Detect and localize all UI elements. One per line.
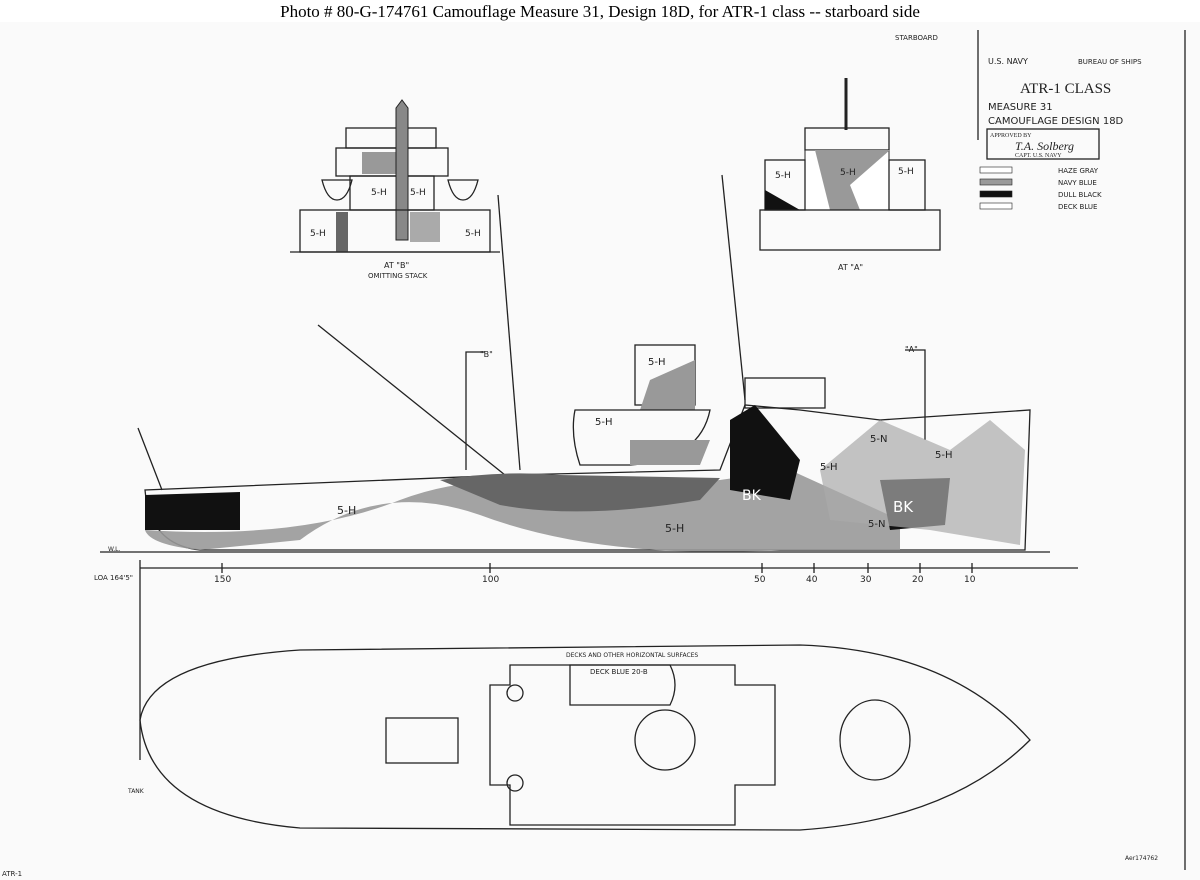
paint-code: 5-H <box>410 188 426 198</box>
starboard-label: STARBOARD <box>895 34 938 42</box>
legend-swatch <box>979 178 1013 186</box>
length-scale: LOA 164'5" 150 100 50 40 30 20 10 <box>94 560 1078 760</box>
photo-caption: Photo # 80-G-174761 Camouflage Measure 3… <box>280 2 920 21</box>
paint-code: 5-H <box>840 168 856 178</box>
scale-tick-label: 50 <box>754 575 766 585</box>
plan-note: DECKS AND OTHER HORIZONTAL SURFACES <box>566 652 698 659</box>
scale-tick-label: 20 <box>912 575 924 585</box>
design-label: CAMOUFLAGE DESIGN 18D <box>988 116 1124 127</box>
black-code: BK <box>893 498 914 516</box>
paint-code: 5-H <box>595 417 613 428</box>
section-b-view: 5-H 5-H 5-H 5-H AT "B" OMITTING STACK <box>290 99 500 280</box>
color-legend: HAZE GRAY NAVY BLUE DULL BLACK DECK BLUE <box>979 166 1102 211</box>
title-block: U.S. NAVY BUREAU OF SHIPS ATR-1 CLASS ME… <box>977 30 1142 211</box>
sheet-id: ATR-1 <box>2 870 22 878</box>
rank-label: CAPT. U.S. NAVY <box>1015 153 1062 159</box>
negative-stamp: Aer174762 <box>1125 855 1158 862</box>
legend-label: DULL BLACK <box>1058 191 1102 199</box>
legend-label: DECK BLUE <box>1058 203 1097 211</box>
waterline-label: W.L. <box>108 546 120 553</box>
measure-label: MEASURE 31 <box>988 102 1053 113</box>
paint-code: 5-H <box>665 522 684 535</box>
scale-tick-label: 40 <box>806 575 818 585</box>
approved-label: APPROVED BY <box>990 133 1032 139</box>
marker-a: "A" <box>905 345 918 354</box>
paint-code: 5-H <box>310 229 326 239</box>
paint-code: 5-N <box>870 434 887 445</box>
paint-code: 5-H <box>898 167 914 177</box>
scale-tick-label: 30 <box>860 575 872 585</box>
legend-swatch <box>979 166 1013 174</box>
legend-label: HAZE GRAY <box>1058 167 1099 175</box>
deck-plan: DECKS AND OTHER HORIZONTAL SURFACES DECK… <box>127 644 1031 831</box>
paint-code: 5-H <box>648 357 666 368</box>
legend-swatch <box>979 190 1013 198</box>
paint-code: 5-H <box>775 171 791 181</box>
paint-code: 5-H <box>337 504 356 517</box>
bureau-label: BUREAU OF SHIPS <box>1078 58 1142 66</box>
scale-tick-label: 150 <box>214 575 231 585</box>
black-code: BK <box>742 488 762 504</box>
section-a-label: AT "A" <box>838 263 863 272</box>
paint-code: 5-H <box>371 188 387 198</box>
class-title: ATR-1 CLASS <box>1020 81 1111 97</box>
paint-code: 5-N <box>868 519 885 530</box>
section-b-label: AT "B" <box>384 261 409 270</box>
section-a-view: 5-H 5-H 5-H AT "A" <box>759 78 941 272</box>
navy-label: U.S. NAVY <box>988 57 1028 66</box>
legend-swatch <box>979 202 1013 210</box>
ship-profile: "B" "A" W.L. 5-H 5-H 5-H 5-H 5-H 5-H 5-N… <box>100 174 1050 553</box>
deck-color-label: DECK BLUE 20-B <box>590 668 648 676</box>
marker-b: "B" <box>480 350 493 359</box>
paint-code: 5-H <box>935 450 953 461</box>
scale-tick-label: 10 <box>964 575 976 585</box>
tank-label: TANK <box>127 788 145 795</box>
approval-stamp <box>986 128 1100 160</box>
signature: T.A. Solberg <box>1015 139 1074 153</box>
paint-code: 5-H <box>820 462 838 473</box>
section-b-sublabel: OMITTING STACK <box>368 272 428 280</box>
legend-label: NAVY BLUE <box>1058 179 1097 187</box>
loa-label: LOA 164'5" <box>94 574 133 582</box>
scale-tick-label: 100 <box>482 575 499 585</box>
paint-code: 5-H <box>465 229 481 239</box>
